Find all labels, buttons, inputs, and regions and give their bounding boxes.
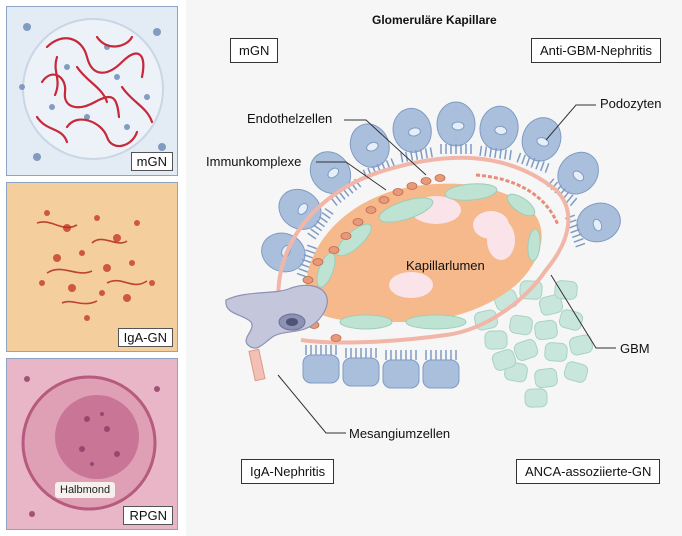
micrograph-panel-rpgn: Halbmond RPGN [6, 358, 178, 530]
panel-label-mgn: mGN [130, 152, 173, 171]
podocyte-cell [479, 105, 519, 161]
podocyte-cell [278, 188, 334, 240]
mesangial-cell [225, 284, 328, 382]
gbm-line [276, 155, 571, 345]
halbmond-label: Halbmond [55, 482, 116, 498]
box-anca: ANCA-assoziierte-GN [516, 459, 661, 484]
podocyte-layer [261, 101, 621, 389]
micrograph-rpgn-image [7, 359, 177, 529]
podocyte-cell [546, 151, 599, 207]
podocyte-cell [422, 350, 460, 389]
label-gbm: GBM [620, 341, 650, 356]
podocyte-cell [565, 202, 621, 248]
label-podozyten: Podozyten [600, 96, 662, 111]
podocyte-cell [382, 350, 420, 389]
label-mesangiumzellen: Mesangiumzellen [349, 426, 451, 441]
label-immunkomplexe: Immunkomplexe [206, 154, 302, 169]
podocyte-cell [392, 107, 433, 163]
podocyte-cell [349, 123, 396, 180]
micrograph-panel-mgn: mGN [6, 6, 178, 176]
podocyte-cell [436, 101, 476, 154]
label-kapillarlumen: Kapillarlumen [406, 258, 485, 273]
micrograph-iga-image [7, 183, 177, 351]
panel-label-iga: IgA-GN [117, 328, 173, 347]
leader-lines [277, 104, 616, 434]
endothelial-cells [316, 183, 541, 330]
diagram-title: Glomeruläre Kapillare [372, 13, 497, 27]
podocyte-cell [302, 345, 340, 384]
micrograph-mgn-image [7, 7, 177, 175]
box-mgn: mGN [230, 38, 279, 63]
capillary-diagram [225, 101, 621, 434]
podocyte-cell [342, 348, 380, 387]
gbm-segment-right [475, 173, 560, 226]
micrograph-panel-iga: IgA-GN [6, 182, 178, 352]
panel-label-rpgn: RPGN [123, 506, 173, 525]
box-iga-nephritis: IgA-Nephritis [241, 459, 335, 484]
box-anti-gbm: Anti-GBM-Nephritis [531, 38, 661, 63]
podocyte-cell [516, 117, 562, 173]
red-blood-cells [389, 196, 515, 298]
label-endothelzellen: Endothelzellen [247, 111, 333, 126]
